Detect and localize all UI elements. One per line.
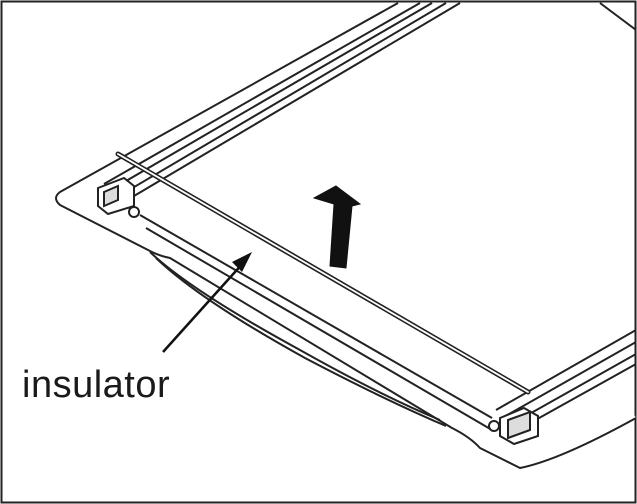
insulator-label: insulator bbox=[22, 364, 171, 406]
door-seal bbox=[149, 251, 447, 427]
left-bracket bbox=[97, 176, 140, 218]
right-bracket bbox=[488, 406, 539, 446]
insulator-rod bbox=[115, 151, 531, 395]
up-arrow bbox=[312, 185, 362, 269]
callout-arrow bbox=[162, 252, 252, 353]
